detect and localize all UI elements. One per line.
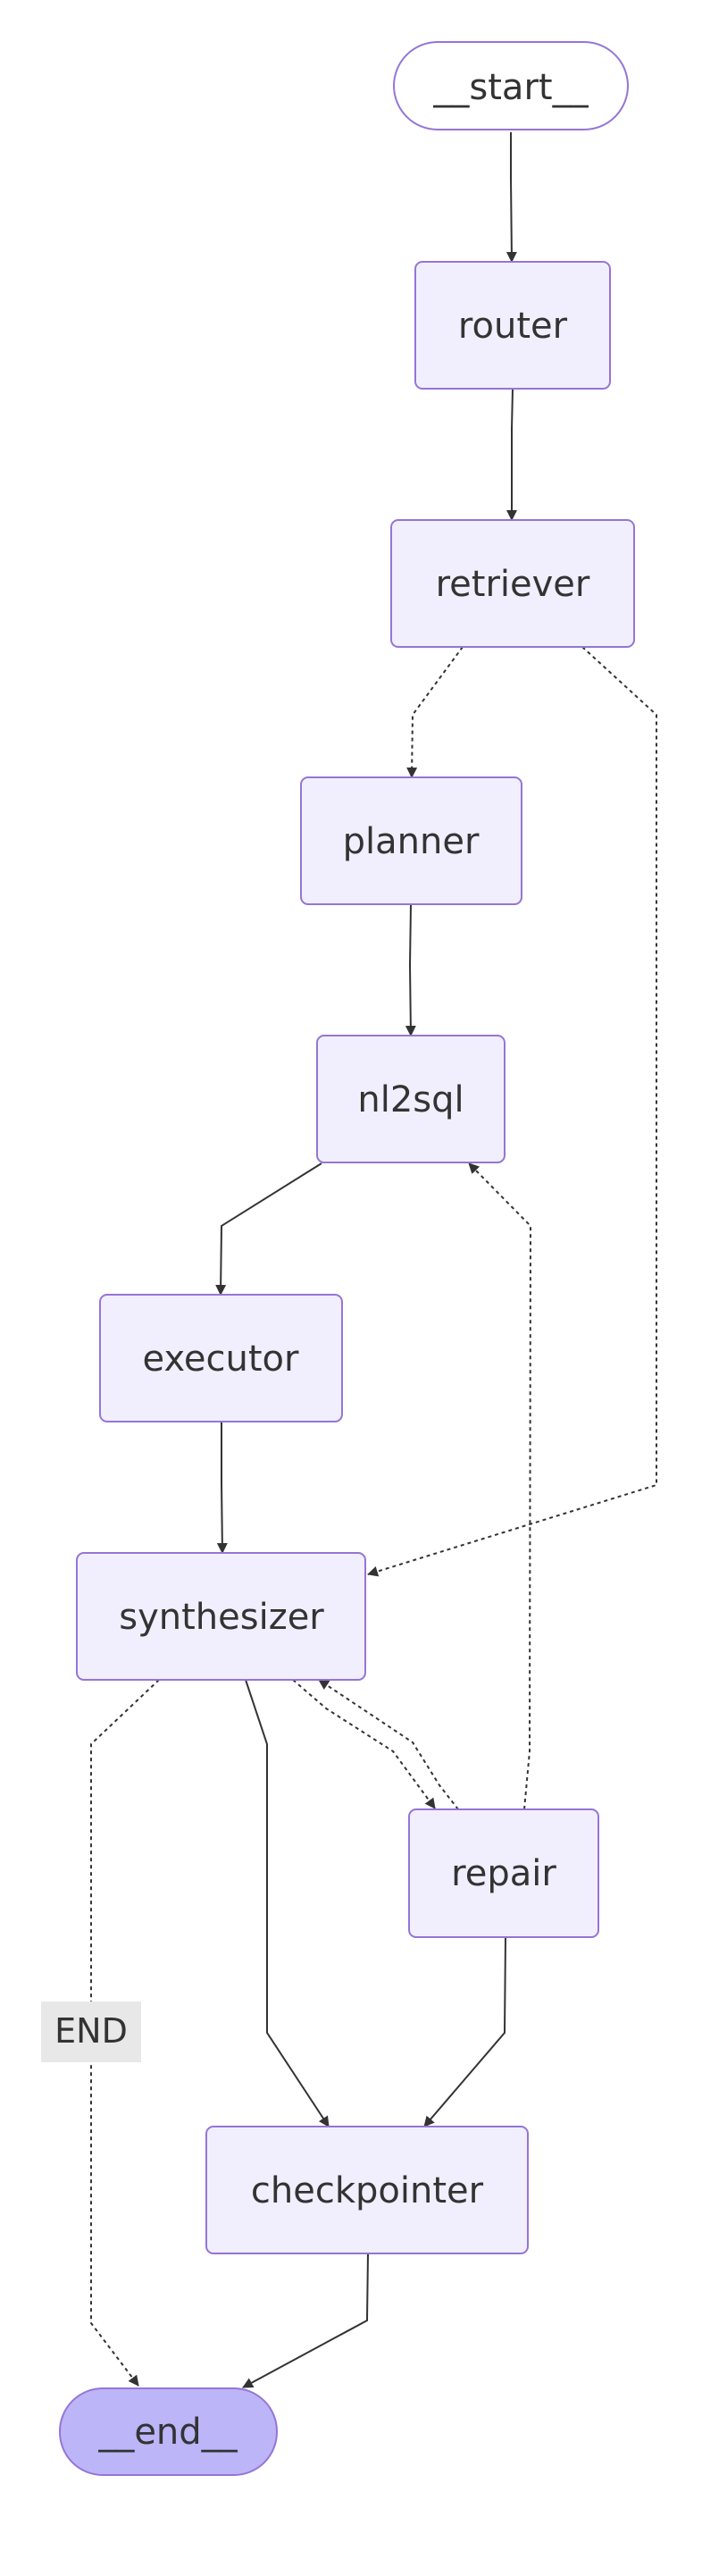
node-retriever[interactable]: retriever [390, 519, 635, 648]
node-retriever-label: retriever [436, 564, 590, 605]
node-synthesizer-label: synthesizer [119, 1597, 324, 1638]
node-executor-label: executor [143, 1338, 299, 1380]
edge-label-end-text: END [54, 2011, 128, 2051]
edge-retriever-planner [406, 646, 464, 778]
edge-label-end: END [41, 2001, 141, 2062]
node-start-label: __start__ [432, 67, 589, 108]
edge-repair-nl2sql [468, 1162, 532, 1810]
edge-nl2sql-executor [215, 1162, 322, 1296]
node-nl2sql[interactable]: nl2sql [316, 1035, 506, 1163]
node-checkpointer-label: checkpointer [251, 2170, 484, 2211]
edge-retriever-synthesizer [367, 646, 657, 1577]
edge-executor-synthesizer [216, 1421, 228, 1554]
edge-start-router [506, 132, 517, 263]
node-planner-label: planner [343, 821, 480, 862]
edge-synthesizer-checkpointer [245, 1679, 330, 2127]
edge-repair-checkpointer [423, 1936, 506, 2127]
edge-checkpointer-end [242, 2253, 369, 2388]
node-start[interactable]: __start__ [393, 41, 629, 130]
node-synthesizer[interactable]: synthesizer [76, 1552, 366, 1681]
node-executor[interactable]: executor [99, 1294, 343, 1422]
node-nl2sql-label: nl2sql [357, 1079, 464, 1120]
node-repair[interactable]: repair [408, 1808, 599, 1938]
node-end[interactable]: __end__ [59, 2387, 278, 2476]
node-end-label: __end__ [97, 2412, 238, 2453]
nodes: __start__ router retriever planner nl2sq… [59, 41, 635, 2476]
edge-repair-synthesizer [318, 1679, 459, 1810]
edge-synthesizer-repair [292, 1679, 436, 1809]
edge-planner-nl2sql [405, 903, 416, 1036]
node-planner[interactable]: planner [300, 776, 522, 905]
edges [90, 132, 657, 2388]
node-repair-label: repair [451, 1853, 556, 1894]
edge-router-retriever [506, 388, 517, 521]
node-router[interactable]: router [414, 261, 611, 390]
node-router-label: router [458, 306, 568, 347]
node-checkpointer[interactable]: checkpointer [205, 2126, 529, 2254]
